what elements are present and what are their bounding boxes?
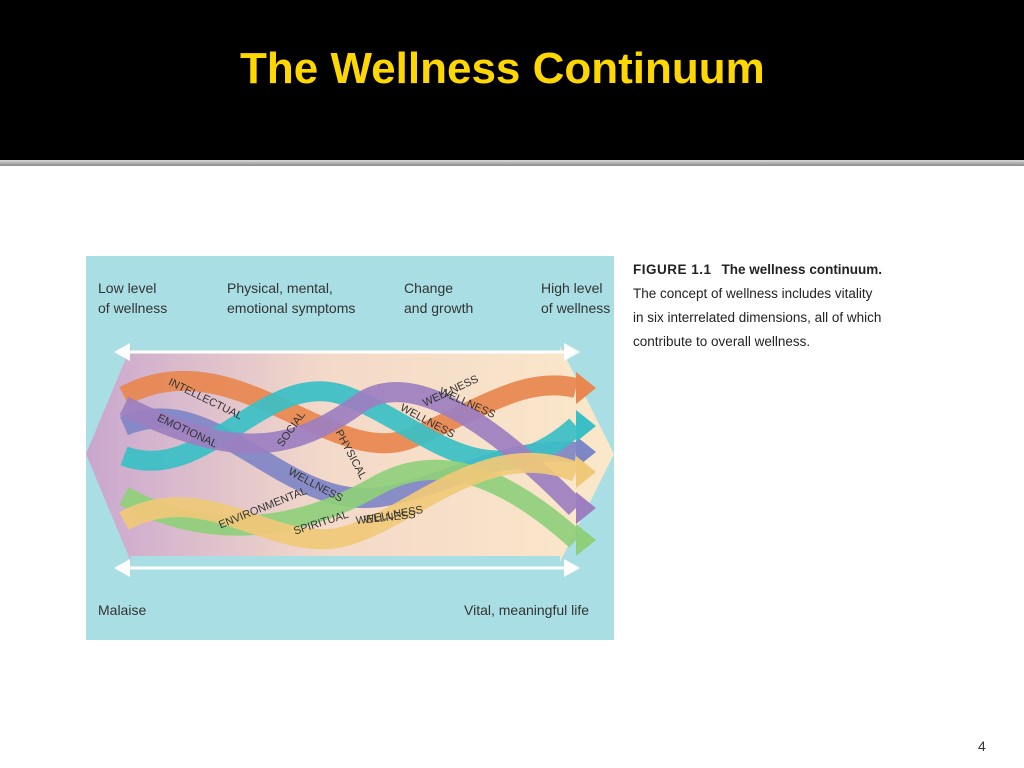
- strand-arrowhead-physical: [576, 492, 596, 524]
- bottom-continuum-arrow: [114, 559, 580, 577]
- slide-number: 4: [978, 738, 986, 754]
- slide-header: [0, 0, 1024, 160]
- figure-caption-text: The concept of wellness includes vitalit…: [633, 286, 882, 349]
- slide-title: The Wellness Continuum: [240, 44, 765, 93]
- strand-spiritual: [119, 452, 580, 550]
- strand-intellectual: [119, 370, 579, 454]
- label-malaise: Malaise: [98, 602, 147, 618]
- figure-title: The wellness continuum.: [721, 262, 883, 277]
- top-continuum-arrow: [114, 343, 580, 361]
- label-symptoms: Physical, mental, emotional symptoms: [227, 280, 356, 316]
- strand-physical: [119, 382, 584, 515]
- strand-environmental: [119, 459, 583, 548]
- label-vital-life: Vital, meaningful life: [464, 602, 590, 618]
- strand-arrowhead-intellectual: [576, 372, 596, 404]
- label-high-level-wellness: High level of wellness: [541, 280, 611, 316]
- wellness-strands: [119, 370, 596, 556]
- label-change-growth: Change and growth: [404, 280, 474, 316]
- label-low-level-wellness: Low level of wellness: [98, 280, 168, 316]
- figure-caption: FIGURE 1.1 The wellness continuum. The co…: [633, 258, 883, 354]
- figure-number: FIGURE 1.1: [633, 262, 712, 277]
- strand-arrowhead-environmental: [576, 524, 596, 556]
- header-divider: [0, 160, 1024, 166]
- strand-arrowhead-social: [576, 410, 596, 442]
- strand-arrowhead-spiritual: [576, 456, 596, 488]
